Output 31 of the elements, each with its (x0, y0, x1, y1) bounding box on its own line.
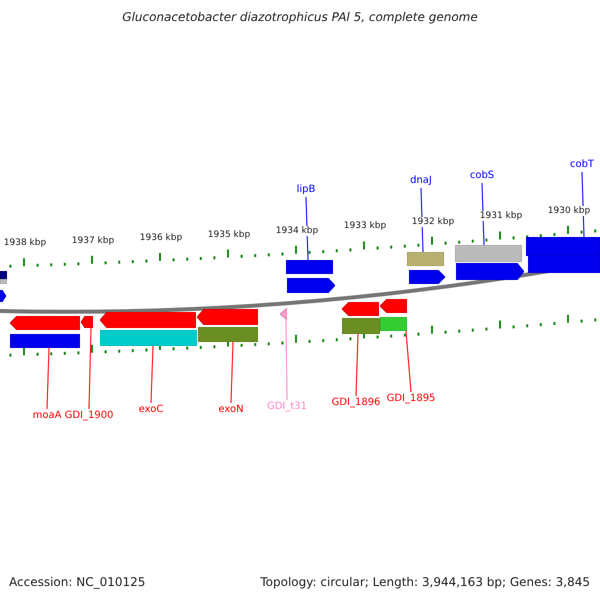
accession-text: Accession: NC_010125 (9, 575, 146, 589)
gene-label: GDI_1896 (332, 397, 380, 409)
gene-label: exoC (138, 404, 164, 416)
leader-line (46, 348, 50, 410)
gene-label: cobS (470, 170, 494, 182)
scale-label: 1930 kbp (546, 206, 592, 216)
leader-line (406, 330, 412, 392)
gene-label: GDI_1895 (386, 393, 436, 405)
gene-label: moaA (32, 410, 62, 422)
gene-label: lipB (296, 184, 316, 196)
gene-label: exoN (218, 404, 244, 416)
leader-line (150, 346, 154, 404)
leader-line (286, 320, 288, 400)
scale-label: 1932 kbp (410, 216, 456, 227)
gene-label: GDI_1900 (64, 410, 114, 422)
scale-label: 1935 kbp (206, 230, 252, 240)
gene-label: dnaJ (410, 175, 432, 187)
leader-line (230, 342, 234, 404)
gene-label: GDI_t31 (266, 401, 308, 413)
chart-title: Gluconacetobacter diazotrophicus PAl 5, complete genome (122, 10, 478, 24)
scale-label: 1933 kbp (342, 221, 388, 232)
scale-label: 1931 kbp (478, 211, 524, 222)
leader-line (356, 334, 358, 396)
gene-label: cobT (570, 159, 594, 171)
leader-line (88, 328, 92, 410)
scale-label: 1938 kbp (2, 238, 48, 248)
leader-line (582, 172, 584, 238)
genome-summary-text: Topology: circular; Length: 3,944,163 bp; Genes: 3,845 (260, 575, 590, 589)
scale-label: 1936 kbp (138, 232, 184, 243)
scale-label: 1937 kbp (70, 236, 116, 246)
scale-label: 1934 kbp (274, 226, 320, 236)
